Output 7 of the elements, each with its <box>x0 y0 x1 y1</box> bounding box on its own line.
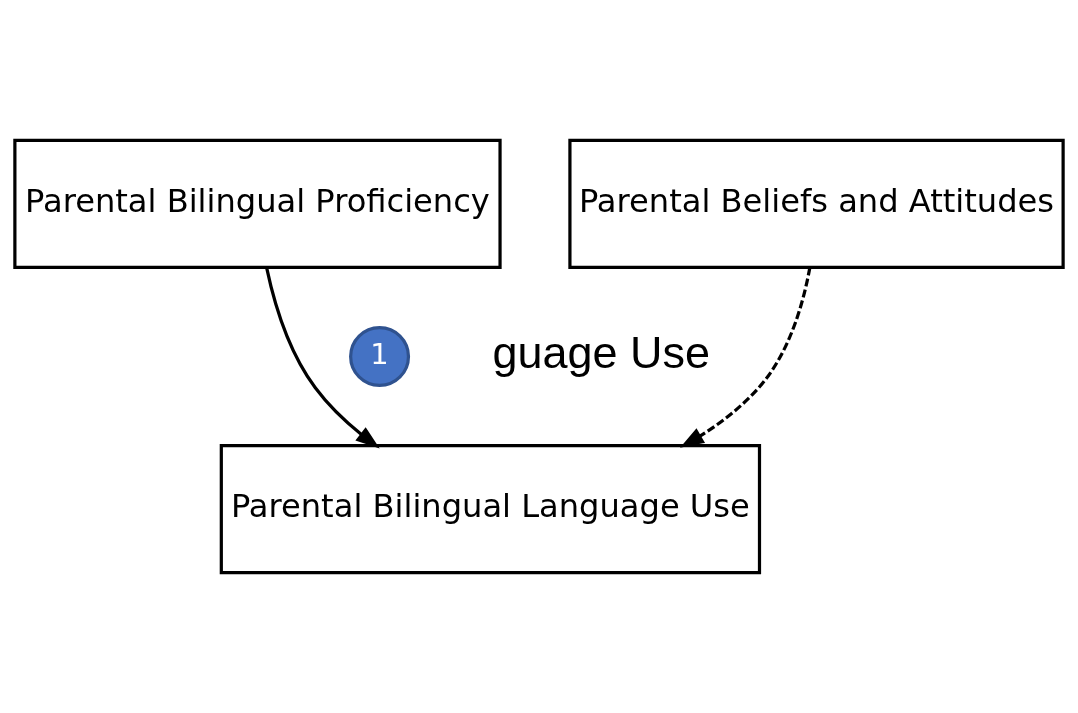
arrow <box>265 267 380 449</box>
arrow <box>679 267 812 448</box>
node-box: Parental Bilingual Language Use <box>219 444 762 575</box>
node-circle: 1 <box>349 325 411 388</box>
node-box: Parental Beliefs and Attitudes <box>568 138 1065 269</box>
node-box: Parental Bilingual Proficiency <box>13 138 502 269</box>
label: guage Use <box>492 326 711 378</box>
